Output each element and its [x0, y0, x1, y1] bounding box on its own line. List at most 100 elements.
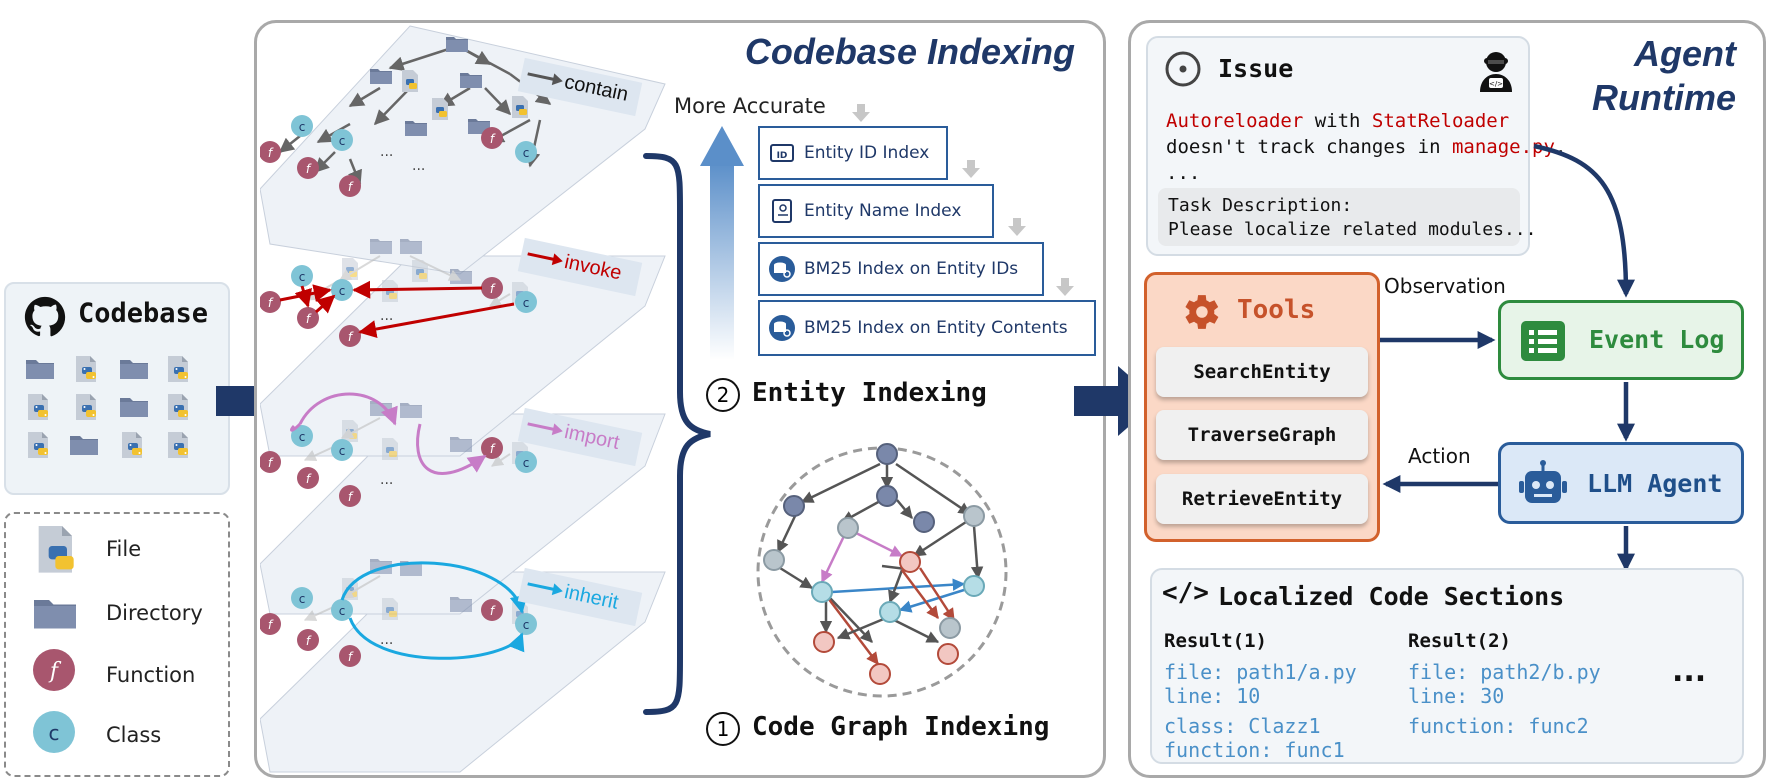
svg-text:f: f	[306, 312, 312, 326]
contain-tag: contain	[517, 57, 643, 117]
svg-text:c: c	[299, 592, 306, 606]
more-accurate-label: More Accurate	[674, 94, 826, 118]
curly-brace-icon	[643, 153, 711, 715]
python-file-icon	[168, 394, 188, 420]
issue-text: Autoreloader with StatReloader doesn't t…	[1166, 108, 1566, 186]
svg-text:f: f	[268, 618, 274, 632]
class-legend-icon: c	[33, 711, 75, 753]
svg-text:c: c	[49, 721, 60, 745]
search-entity-tool[interactable]: SearchEntity	[1156, 347, 1368, 397]
svg-text:...: ...	[380, 144, 393, 160]
layer-plane-invoke	[260, 255, 666, 457]
svg-text:f: f	[306, 472, 312, 486]
tools-heading: Tools	[1237, 295, 1316, 325]
svg-text:...: ...	[380, 472, 393, 488]
entity-id-index-box: ID Entity ID Index	[758, 126, 948, 180]
task-description-text: Please localize related modules...	[1168, 219, 1537, 240]
inherit-arrow-icon	[527, 582, 563, 596]
python-file-icon	[402, 70, 418, 92]
agent-runtime-title-line2: Runtime	[1592, 77, 1736, 118]
file-legend-icon	[38, 526, 74, 573]
legend-class-label: Class	[106, 723, 162, 747]
directory-icon	[120, 398, 148, 417]
layer-plane-inherit	[260, 571, 666, 773]
github-icon	[24, 296, 66, 337]
localized-heading: Localized Code Sections	[1218, 582, 1565, 611]
svg-text:f: f	[268, 146, 274, 160]
bm25-ids-index-label: BM25 Index on Entity IDs	[804, 259, 1019, 279]
result1-class: class: Clazz1	[1164, 714, 1321, 738]
python-file-icon	[432, 98, 448, 120]
python-file-icon	[168, 356, 188, 382]
import-label: import	[562, 420, 622, 455]
traverse-graph-tool[interactable]: TraverseGraph	[1156, 410, 1368, 460]
agent-runtime-title-line1: Agent	[1634, 33, 1736, 74]
directory-icon	[120, 360, 148, 379]
import-tag: import	[517, 407, 643, 467]
result2-lines: file: path2/b.py line: 30 function: func…	[1408, 660, 1601, 738]
result2-title: Result(2)	[1408, 630, 1511, 652]
import-layer: c c f f f f c ...	[260, 392, 537, 507]
svg-text:c: c	[339, 444, 346, 458]
invoke-label: invoke	[562, 250, 624, 285]
directory-icon	[370, 69, 392, 84]
localized-code-box: </> Localized Code Sections Result(1) fi…	[1150, 568, 1744, 764]
svg-text:f: f	[306, 634, 312, 648]
inherit-tag: inherit	[517, 567, 643, 627]
llm-agent-label: LLM Agent	[1587, 469, 1723, 498]
layer-plane-import	[260, 413, 666, 615]
issue-text-line1: Autoreloader with StatReloader	[1166, 108, 1566, 134]
svg-text:c: c	[299, 430, 306, 444]
issue-highlight-autoreloader: Autoreloader	[1166, 110, 1304, 132]
bm25-contents-index-box: BM25 Index on Entity Contents	[758, 300, 1096, 356]
graph-layer-stack: c c f f f f c ... ... c c f f f f c	[260, 25, 666, 773]
list-icon	[1521, 321, 1565, 361]
codebase-title: Codebase	[78, 298, 209, 329]
id-card-icon: ID	[770, 144, 794, 162]
result1-lines: file: path1/a.py line: 10 class: Clazz1 …	[1164, 660, 1357, 762]
svg-text:c: c	[523, 456, 530, 470]
directory-legend-icon	[34, 600, 76, 629]
result1-function: function: func1	[1164, 738, 1345, 762]
down-arrow-icon	[1056, 278, 1074, 296]
svg-text:f: f	[490, 604, 496, 618]
codebase-files-grid	[26, 356, 188, 458]
svg-text:f: f	[490, 132, 496, 146]
svg-text:c: c	[523, 296, 530, 310]
import-arrow-icon	[527, 422, 563, 436]
svg-text:f: f	[306, 162, 312, 176]
invoke-arrow-icon	[527, 252, 563, 266]
issue-text-line2: doesn't track changes in manage.py.	[1166, 136, 1567, 158]
inherit-layer: c c f f f f c ...	[260, 559, 537, 667]
retrieve-entity-tool[interactable]: RetrieveEntity	[1156, 474, 1368, 524]
runtime-connectors	[1380, 143, 1635, 570]
entity-name-index-label: Entity Name Index	[804, 201, 962, 221]
issue-text-with: with	[1303, 110, 1372, 132]
task-description-heading: Task Description:	[1168, 195, 1353, 216]
codebase-indexing-title: Codebase Indexing	[744, 31, 1075, 72]
directory-icon	[460, 73, 482, 88]
svg-text:f: f	[268, 456, 274, 470]
result1-line: line: 10	[1164, 684, 1261, 708]
task-description-box: Task Description: Please localize relate…	[1158, 188, 1536, 246]
svg-text:c: c	[299, 270, 306, 284]
svg-text:...: ...	[380, 632, 393, 648]
down-arrow-icon	[962, 160, 980, 178]
contain-arrow-icon	[527, 72, 563, 86]
function-legend-icon: f	[33, 649, 75, 691]
inherit-label: inherit	[562, 580, 621, 614]
agent-runtime-title: Agent Runtime	[1556, 32, 1736, 120]
invoke-tag: invoke	[517, 237, 643, 297]
legend-function-label: Function	[106, 663, 196, 687]
svg-text:f: f	[348, 180, 354, 194]
bm25-contents-index-label: BM25 Index on Entity Contents	[804, 318, 1068, 338]
svg-text:c: c	[299, 120, 306, 134]
issue-highlight-statreloader: StatReloader	[1371, 110, 1510, 132]
codebase-box: Codebase	[4, 282, 230, 495]
issue-circle-icon	[1165, 51, 1201, 87]
more-accurate-arrow-icon	[700, 126, 744, 360]
svg-text:c: c	[523, 618, 530, 632]
database-search-icon	[769, 315, 795, 341]
svg-text:c: c	[339, 604, 346, 618]
result2-file: file: path2/b.py	[1408, 660, 1601, 684]
